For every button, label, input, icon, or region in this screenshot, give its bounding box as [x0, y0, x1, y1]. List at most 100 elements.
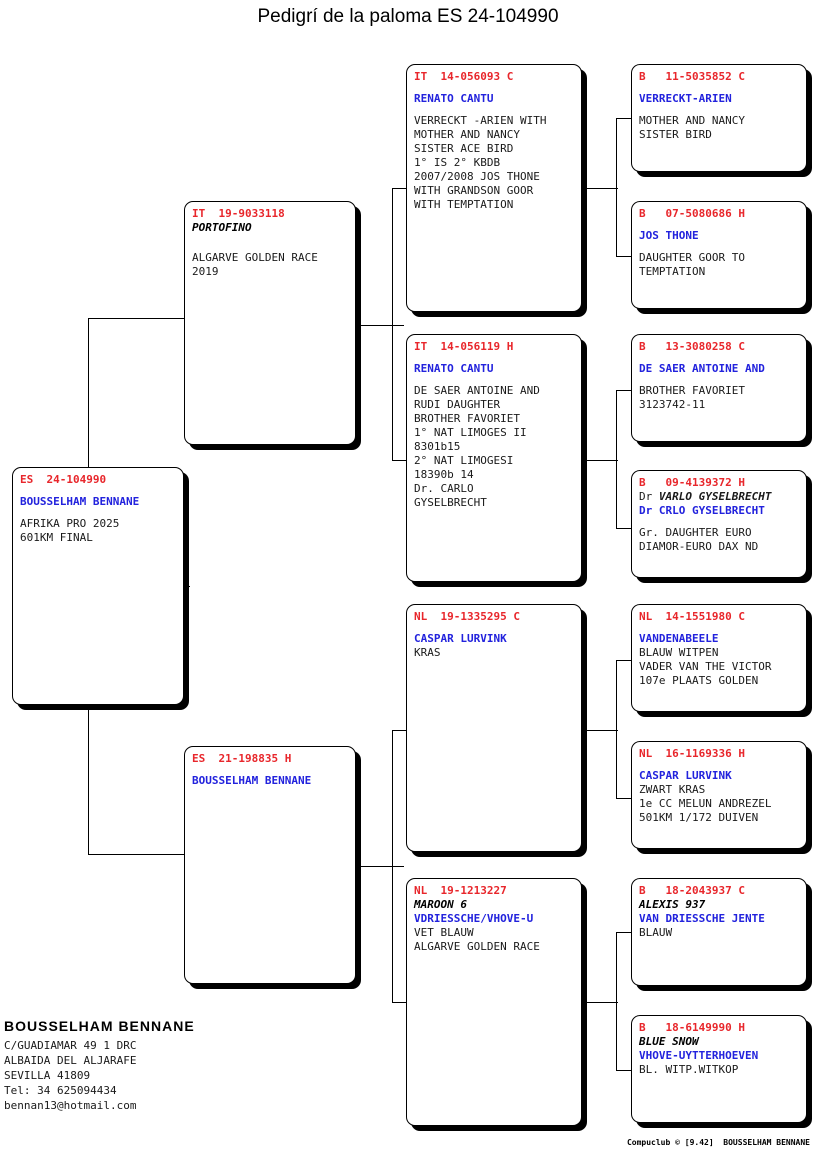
pedigree-card-gen3-2[interactable]: IT 14-056119 H RENATO CANTU DE SAER ANTO… — [406, 334, 582, 582]
spacer-line — [639, 106, 806, 114]
registration-number: NL 19-1213227 — [414, 884, 507, 897]
detail-line: 107e PLAATS GOLDEN — [639, 674, 759, 687]
registration-number: ES 24-104990 — [20, 473, 107, 486]
detail-line: SISTER BIRD — [639, 128, 712, 141]
detail-line: MOTHER AND NANCY — [639, 114, 745, 127]
connector-line — [392, 188, 393, 460]
registration-number: B 18-6149990 H — [639, 1021, 745, 1034]
pigeon-name-line: PORTOFINO — [192, 221, 252, 234]
detail-line: VET BLAUW — [414, 926, 474, 939]
detail-line: AFRIKA PRO 2025 — [20, 517, 120, 530]
connector-line — [582, 460, 618, 461]
connector-line — [616, 932, 617, 1070]
connector-line — [356, 866, 404, 867]
detail-line: BLAUW — [639, 926, 673, 939]
spacer-line — [20, 509, 183, 517]
owner-block: BOUSSELHAM BENNANE C/GUADIAMAR 49 1 DRC … — [4, 1018, 195, 1113]
pigeon-name-line: Dr VARLO GYSELBRECHT — [639, 490, 772, 503]
registration-number: B 11-5035852 C — [639, 70, 745, 83]
footer-credit: Compuclub © [9.42] BOUSSELHAM BENNANE — [626, 1138, 810, 1147]
detail-line: VADER VAN THE VICTOR — [639, 660, 772, 673]
detail-line: Dr. CARLO — [414, 482, 474, 495]
pedigree-card-sire[interactable]: IT 19-9033118 PORTOFINO ALGARVE GOLDEN R… — [184, 201, 356, 445]
owner-address-line-2: ALBAIDA DEL ALJARAFE — [4, 1054, 137, 1067]
spacer-line — [414, 376, 581, 384]
owner-phone: Tel: 34 625094434 — [4, 1084, 117, 1097]
detail-line: GYSELBRECHT — [414, 496, 487, 509]
detail-line: 501KM 1/172 DUIVEN — [639, 811, 759, 824]
spacer-line — [414, 624, 581, 632]
connector-line — [392, 730, 393, 1002]
pedigree-card-gen4-3[interactable]: B 13-3080258 C DE SAER ANTOINE AND BROTH… — [631, 334, 807, 442]
detail-line: ZWART KRAS — [639, 783, 706, 796]
detail-line: Gr. DAUGHTER EURO — [639, 526, 752, 539]
detail-line: DE SAER ANTOINE AND — [414, 384, 540, 397]
detail-line: RUDI DAUGHTER — [414, 398, 501, 411]
connector-line — [616, 798, 634, 799]
registration-number: IT 19-9033118 — [192, 207, 285, 220]
pedigree-card-gen4-1[interactable]: B 11-5035852 C VERRECKT-ARIEN MOTHER AND… — [631, 64, 807, 172]
spacer-line — [192, 243, 355, 251]
owner-name: BOUSSELHAM BENNANE — [4, 1018, 195, 1034]
registration-number: B 18-2043937 C — [639, 884, 745, 897]
connector-line — [88, 318, 184, 319]
connector-line — [392, 730, 408, 731]
detail-line: 1° IS 2° KBDB — [414, 156, 501, 169]
page-title: Pedigrí de la paloma ES 24-104990 — [257, 6, 559, 27]
detail-line: 3123742-11 — [639, 398, 706, 411]
spacer-line — [414, 106, 581, 114]
breeder-line: BOUSSELHAM BENNANE — [192, 774, 312, 787]
owner-address-line-1: C/GUADIAMAR 49 1 DRC — [4, 1039, 137, 1052]
connector-line — [392, 1002, 408, 1003]
spacer-line — [639, 518, 806, 526]
connector-line — [616, 390, 634, 391]
spacer-line — [639, 624, 806, 632]
connector-line — [616, 118, 634, 119]
connector-line — [582, 188, 618, 189]
pigeon-name-line: ALEXIS 937 — [639, 898, 706, 911]
spacer-line — [639, 761, 806, 769]
connector-line — [582, 1002, 618, 1003]
breeder-line: JOS THONE — [639, 229, 699, 242]
spacer-line — [639, 221, 806, 229]
detail-line: WITH GRANDSON GOOR — [414, 184, 534, 197]
registration-number: B 13-3080258 C — [639, 340, 745, 353]
spacer-line — [639, 243, 806, 251]
spacer-line — [414, 84, 581, 92]
detail-line: VERRECKT -ARIEN WITH — [414, 114, 547, 127]
detail-line: DAUGHTER GOOR TO — [639, 251, 745, 264]
detail-line: ALGARVE GOLDEN RACE — [192, 251, 318, 264]
breeder-line: VERRECKT-ARIEN — [639, 92, 732, 105]
detail-line: WITH TEMPTATION — [414, 198, 514, 211]
connector-line — [616, 256, 634, 257]
connector-line — [182, 586, 190, 587]
pedigree-card-dam[interactable]: ES 21-198835 H BOUSSELHAM BENNANE — [184, 746, 356, 984]
breeder-line: VANDENABEELE — [639, 632, 719, 645]
pigeon-name-line: MAROON 6 — [414, 898, 467, 911]
pedigree-card-gen3-1[interactable]: IT 14-056093 C RENATO CANTU VERRECKT -AR… — [406, 64, 582, 312]
pigeon-name-line: BLUE SNOW — [639, 1035, 699, 1048]
detail-line: 18390b 14 — [414, 468, 474, 481]
pedigree-card-subject[interactable]: ES 24-104990 BOUSSELHAM BENNANE AFRIKA P… — [12, 467, 184, 705]
detail-line: KRAS — [414, 646, 441, 659]
registration-number: B 07-5080686 H — [639, 207, 745, 220]
connector-line — [616, 118, 617, 256]
detail-line: 2° NAT LIMOGESI — [414, 454, 514, 467]
pedigree-card-gen4-2[interactable]: B 07-5080686 H JOS THONE DAUGHTER GOOR T… — [631, 201, 807, 309]
